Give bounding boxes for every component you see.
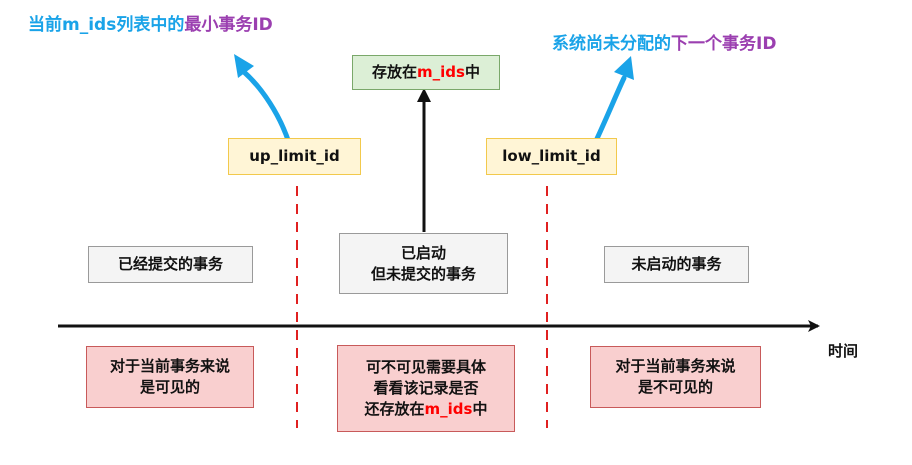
- left-annotation-part4: 最小事务ID: [184, 15, 273, 35]
- not-started-box: 未启动的事务: [604, 246, 749, 283]
- left-annotation-part1: 当前: [28, 15, 62, 35]
- committed-box: 已经提交的事务: [88, 246, 253, 283]
- committed-label: 已经提交的事务: [117, 255, 223, 273]
- low-limit-id-label: low_limit_id: [502, 147, 601, 165]
- check-line3-highlight: m_ids: [424, 400, 473, 418]
- store-in-prefix: 存放在: [372, 63, 418, 81]
- check-line3: 还存放在m_ids中: [365, 399, 488, 420]
- right-annotation: 系统尚未分配的下一个事务ID: [552, 33, 776, 55]
- check-box: 可不可见需要具体 看看该记录是否 还存放在m_ids中: [337, 345, 515, 432]
- check-line2: 看看该记录是否: [373, 379, 479, 397]
- visible-line2: 是可见的: [139, 378, 200, 396]
- right-pointer-arrowhead: [614, 56, 634, 80]
- right-annotation-part1: 系统尚未分配的: [552, 34, 671, 54]
- check-line3-prefix: 还存放在: [364, 400, 425, 418]
- low-limit-id-box: low_limit_id: [486, 138, 617, 175]
- up-limit-id-box: up_limit_id: [228, 138, 361, 175]
- invisible-box: 对于当前事务来说 是不可见的: [590, 346, 761, 408]
- not-started-label: 未启动的事务: [631, 255, 722, 273]
- visible-box: 对于当前事务来说 是可见的: [86, 346, 254, 408]
- up-limit-id-label: up_limit_id: [249, 147, 340, 165]
- store-arrowhead: [417, 88, 431, 102]
- left-annotation-part2: m_ids: [62, 15, 117, 35]
- left-pointer-arrow: [241, 69, 292, 146]
- started-uncommitted-box: 已启动 但未提交的事务: [339, 233, 508, 294]
- invisible-line1: 对于当前事务来说: [615, 357, 736, 375]
- store-in-label: 存放在m_ids中: [372, 62, 480, 83]
- started-line2: 但未提交的事务: [370, 264, 476, 283]
- invisible-line2: 是不可见的: [637, 378, 713, 396]
- left-pointer-arrowhead: [234, 54, 254, 78]
- check-line1: 可不可见需要具体: [365, 358, 486, 376]
- check-line3-suffix: 中: [472, 400, 488, 418]
- store-in-box: 存放在m_ids中: [352, 55, 500, 90]
- store-in-suffix: 中: [464, 63, 480, 81]
- right-annotation-part2: 下一个事务ID: [671, 34, 777, 54]
- visible-line1: 对于当前事务来说: [109, 357, 230, 375]
- left-annotation-part3: 列表中的: [116, 15, 185, 35]
- time-axis-label: 时间: [828, 342, 859, 360]
- store-in-highlight: m_ids: [417, 63, 465, 81]
- right-pointer-arrow: [592, 75, 627, 146]
- left-annotation: 当前m_ids列表中的最小事务ID: [28, 14, 273, 36]
- started-line1: 已启动: [400, 243, 446, 262]
